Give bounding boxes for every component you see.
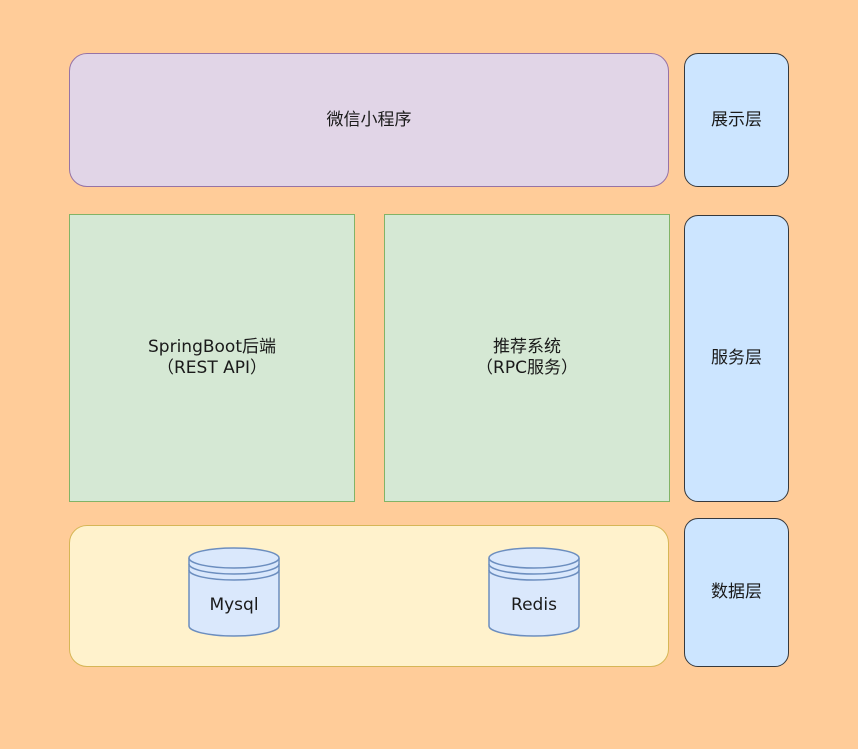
springboot-backend-box: SpringBoot后端 （REST API） bbox=[69, 214, 355, 502]
recommendation-system-box: 推荐系统 （RPC服务） bbox=[384, 214, 670, 502]
mysql-database-icon: Mysql bbox=[188, 546, 280, 638]
mysql-label: Mysql bbox=[209, 595, 259, 615]
presentation-layer-box: 展示层 bbox=[684, 53, 789, 187]
wechat-miniprogram-label: 微信小程序 bbox=[326, 109, 412, 130]
springboot-backend-subtitle: （REST API） bbox=[156, 358, 268, 378]
recommendation-system-title: 推荐系统 bbox=[493, 337, 561, 357]
springboot-backend-title: SpringBoot后端 bbox=[148, 337, 276, 357]
recommendation-system-subtitle: （RPC服务） bbox=[476, 358, 578, 378]
data-layer-label: 数据层 bbox=[711, 582, 762, 602]
presentation-layer-label: 展示层 bbox=[711, 109, 762, 130]
service-layer-label: 服务层 bbox=[711, 348, 762, 368]
redis-label: Redis bbox=[511, 595, 557, 615]
redis-database-icon: Redis bbox=[488, 546, 580, 638]
service-layer-box: 服务层 bbox=[684, 215, 789, 502]
wechat-miniprogram-box: 微信小程序 bbox=[69, 53, 669, 187]
data-layer-box: 数据层 bbox=[684, 518, 789, 667]
